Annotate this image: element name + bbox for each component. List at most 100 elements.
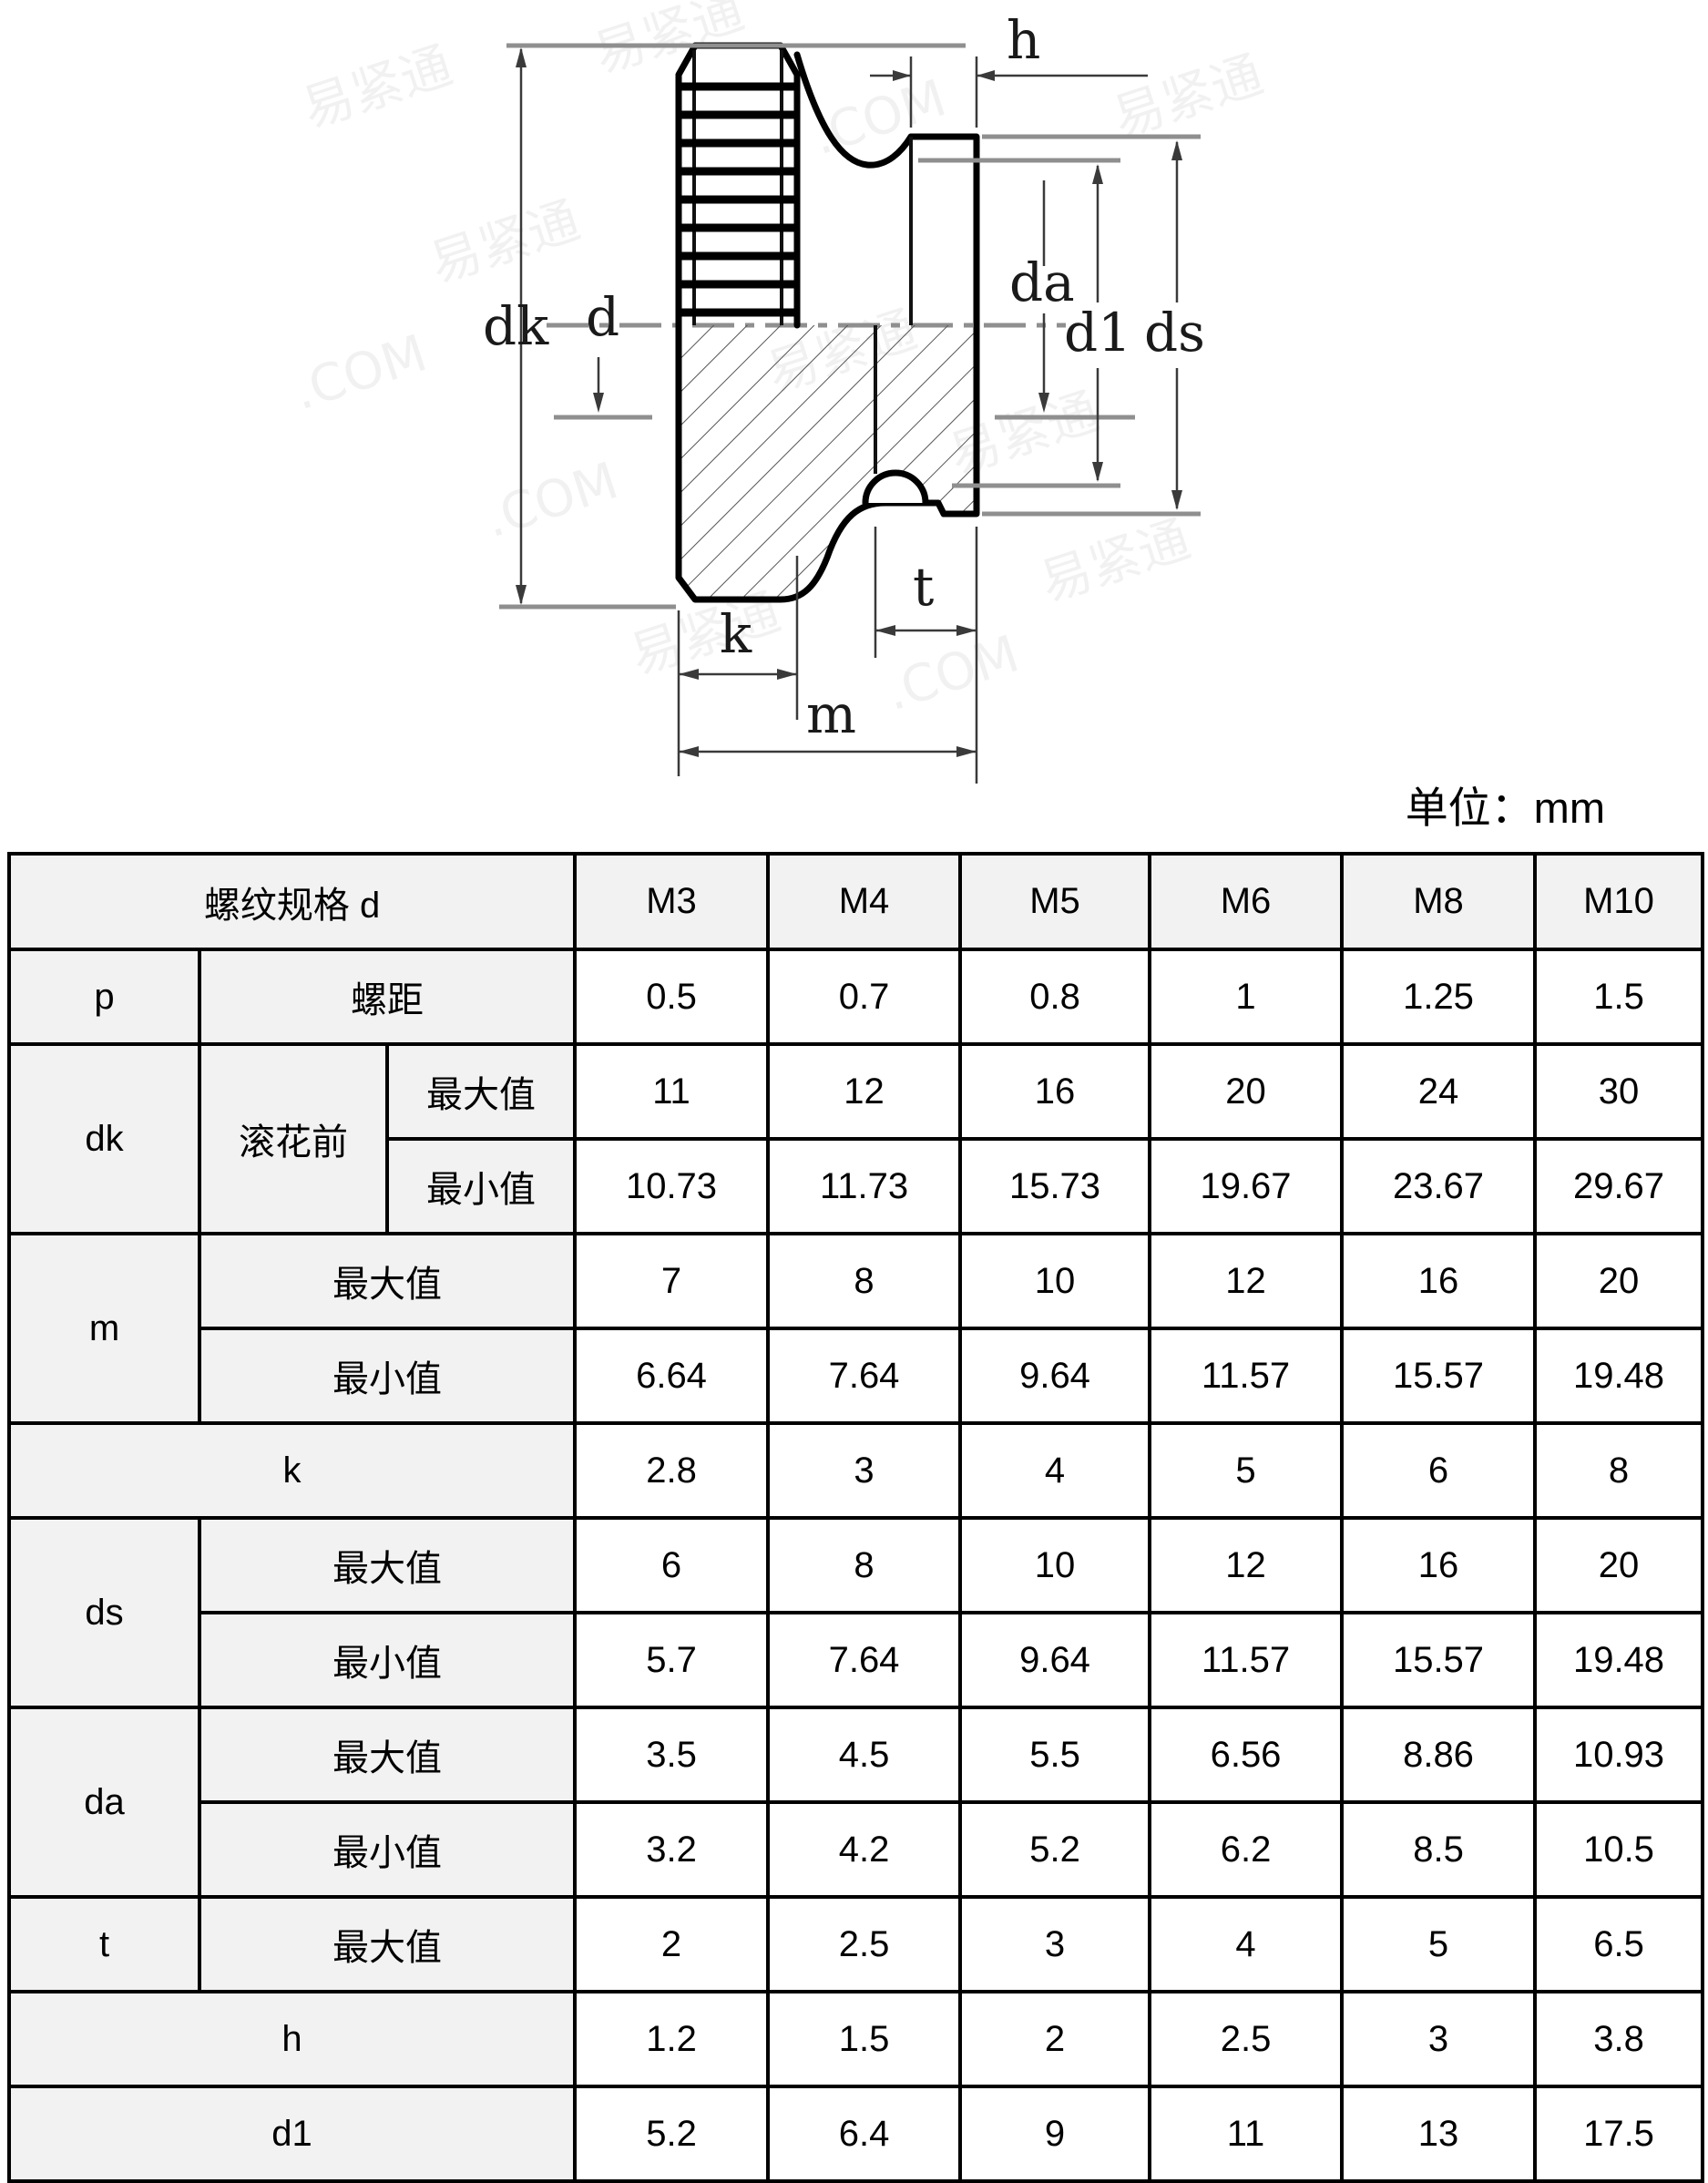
table-label-cell: 最小值 bbox=[197, 1611, 578, 1709]
table-value-cell: 6.4 bbox=[766, 2085, 963, 2183]
table-label-cell: 最小值 bbox=[197, 1327, 578, 1425]
table-label-cell: 螺距 bbox=[197, 948, 578, 1046]
watermark-text: .COM bbox=[477, 451, 625, 549]
watermark-text: 易紧通 bbox=[295, 36, 459, 140]
table-label-cell: k bbox=[6, 1421, 578, 1520]
table-value-cell: 12 bbox=[766, 1042, 963, 1141]
table-value-cell: 11.57 bbox=[1148, 1611, 1345, 1709]
table-value-cell: 15.73 bbox=[958, 1137, 1152, 1235]
table-value-cell: 4 bbox=[958, 1421, 1152, 1520]
table-value-cell: 11.73 bbox=[766, 1137, 963, 1235]
table-value-cell: 10.73 bbox=[573, 1137, 771, 1235]
table-label-cell: 最大值 bbox=[197, 1232, 578, 1330]
table-value-cell: 17.5 bbox=[1533, 2085, 1705, 2183]
section-hatch-fill bbox=[679, 325, 977, 600]
table-value-cell: 6.64 bbox=[573, 1327, 771, 1425]
table-value-cell: 16 bbox=[958, 1042, 1152, 1141]
watermark-text: .COM bbox=[286, 323, 434, 422]
table-value-cell: 23.67 bbox=[1340, 1137, 1538, 1235]
table-value-cell: 1.5 bbox=[1533, 948, 1705, 1046]
table-value-cell: 11 bbox=[1148, 2085, 1345, 2183]
unit-label: 单位：mm bbox=[1405, 784, 1605, 832]
table-value-cell: 10.93 bbox=[1533, 1706, 1705, 1804]
table-value-cell: 13 bbox=[1340, 2085, 1538, 2183]
table-value-cell: 29.67 bbox=[1533, 1137, 1705, 1235]
table-value-cell: 0.7 bbox=[766, 948, 963, 1046]
table-value-cell: 0.8 bbox=[958, 948, 1152, 1046]
table-value-cell: 3 bbox=[1340, 1990, 1538, 2088]
dimension-d1: d1 bbox=[918, 158, 1131, 488]
table-value-cell: 16 bbox=[1340, 1516, 1538, 1614]
table-value-cell: 5.7 bbox=[573, 1611, 771, 1709]
table-value-cell: 4 bbox=[1148, 1895, 1345, 1993]
table-value-cell: 5.2 bbox=[958, 1800, 1152, 1899]
table-value-cell: 2 bbox=[958, 1990, 1152, 2088]
section-view bbox=[675, 322, 980, 603]
dimension-d: d bbox=[554, 286, 652, 420]
table-label-cell: h bbox=[6, 1990, 578, 2088]
table-value-cell: 5 bbox=[1340, 1895, 1538, 1993]
table-value-cell: 19.48 bbox=[1533, 1611, 1705, 1709]
table-label-cell: M4 bbox=[766, 852, 963, 951]
dimension-label-da: da bbox=[1009, 251, 1075, 313]
table-value-cell: 4.5 bbox=[766, 1706, 963, 1804]
dimension-k: k bbox=[677, 556, 799, 776]
watermark-text: 易紧通 bbox=[1106, 46, 1270, 149]
dimension-h: h bbox=[870, 9, 1148, 128]
table-value-cell: 8 bbox=[766, 1232, 963, 1330]
table-value-cell: 19.48 bbox=[1533, 1327, 1705, 1425]
table-label-cell: 最大值 bbox=[197, 1516, 578, 1614]
dimension-da: da bbox=[995, 180, 1135, 420]
neck-fillet-curve bbox=[793, 51, 915, 169]
table-value-cell: 16 bbox=[1340, 1232, 1538, 1330]
table-label-cell: 最大值 bbox=[197, 1895, 578, 1993]
table-value-cell: 20 bbox=[1533, 1232, 1705, 1330]
table-label-cell: M10 bbox=[1533, 852, 1705, 951]
watermark-text: .COM bbox=[878, 624, 1026, 723]
table-value-cell: 6 bbox=[1340, 1421, 1538, 1520]
table-value-cell: 10.5 bbox=[1533, 1800, 1705, 1899]
watermark-text: 易紧通 bbox=[423, 191, 587, 295]
table-value-cell: 7 bbox=[573, 1232, 771, 1330]
table-label-cell: 螺纹规格 d bbox=[6, 852, 578, 951]
dimension-label-k: k bbox=[720, 603, 752, 665]
dimension-label-t: t bbox=[913, 556, 934, 618]
table-value-cell: 3.2 bbox=[573, 1800, 771, 1899]
table-label-cell: 最大值 bbox=[197, 1706, 578, 1804]
table-value-cell: 10 bbox=[958, 1516, 1152, 1614]
table-value-cell: 15.57 bbox=[1340, 1611, 1538, 1709]
table-label-cell: d1 bbox=[6, 2085, 578, 2183]
thumb-nut-section-drawing: 易紧通 易紧通 .COM 易紧通 .COM 易紧通 易紧通 .COM 易紧通 .… bbox=[286, 0, 1270, 784]
section-outline bbox=[675, 322, 980, 603]
table-label-cell: 最大值 bbox=[384, 1042, 578, 1141]
table-value-cell: 2.5 bbox=[766, 1895, 963, 1993]
table-value-cell: 12 bbox=[1148, 1232, 1345, 1330]
table-label-cell: M3 bbox=[573, 852, 771, 951]
table-value-cell: 24 bbox=[1340, 1042, 1538, 1141]
table-value-cell: 5.5 bbox=[958, 1706, 1152, 1804]
dimension-label-m: m bbox=[806, 683, 856, 745]
table-value-cell: 2 bbox=[573, 1895, 771, 1993]
table-value-cell: 9.64 bbox=[958, 1327, 1152, 1425]
table-value-cell: 3.8 bbox=[1533, 1990, 1705, 2088]
table-label-cell: m bbox=[7, 1232, 201, 1425]
table-value-cell: 0.5 bbox=[573, 948, 771, 1046]
dimension-ds: ds bbox=[982, 134, 1205, 517]
dimension-label-h: h bbox=[1007, 9, 1040, 71]
watermark-text: 易紧通 bbox=[1033, 510, 1197, 614]
table-value-cell: 2.8 bbox=[573, 1421, 771, 1520]
table-label-cell: M6 bbox=[1148, 852, 1345, 951]
dimension-dk: dk bbox=[483, 43, 966, 610]
table-value-cell: 2.5 bbox=[1148, 1990, 1345, 2088]
